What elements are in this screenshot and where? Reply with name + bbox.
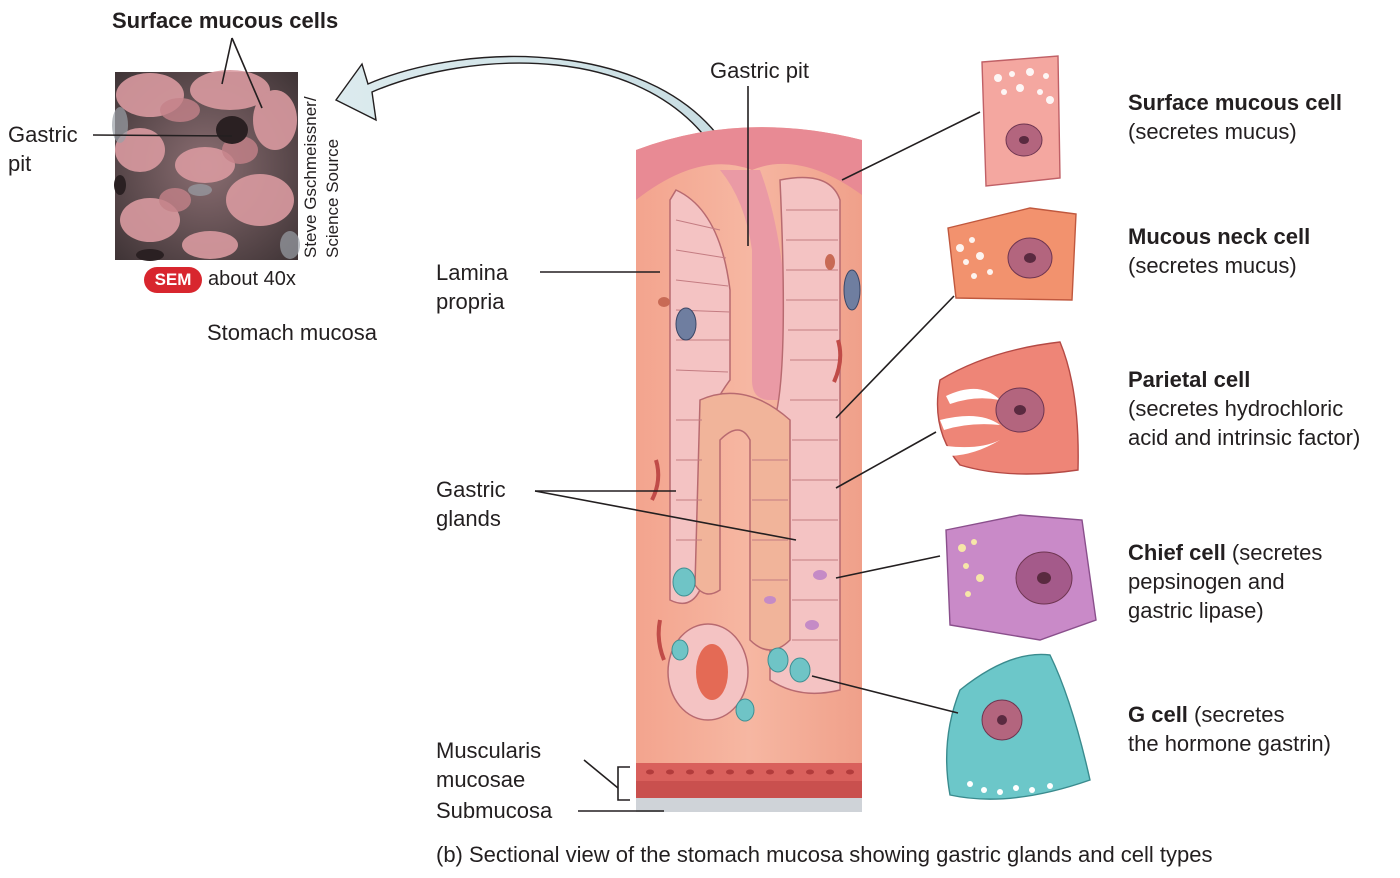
stomach-mucosa-caption: Stomach mucosa: [207, 320, 377, 345]
magnification-label: about 40x: [208, 268, 296, 290]
cell-label-mucous-neck: Mucous neck cell (secretes mucus): [1128, 224, 1311, 278]
cell-label-chief: Chief cell (secretes pepsinogen and gast…: [1128, 540, 1323, 623]
surface-mucous-cell-illustration: [981, 55, 1061, 187]
gastric-glands-label: Gastric glands: [436, 477, 506, 531]
sectional-view: [636, 127, 862, 812]
gastric-pit-label: Gastric pit: [710, 58, 810, 83]
sem-title: Surface mucous cells: [112, 8, 339, 33]
cell-label-parietal: Parietal cell (secretes hydrochloric aci…: [1128, 367, 1361, 450]
figure-caption: (b) Sectional view of the stomach mucosa…: [436, 842, 1213, 867]
g-cell-illustration: [945, 653, 1091, 800]
sem-badge: SEM: [144, 267, 202, 293]
mucous-neck-cell-illustration: [947, 207, 1077, 301]
lamina-propria-label: Lamina propria: [436, 260, 509, 314]
cell-label-surface-mucous: Surface mucous cell (secretes mucus): [1128, 90, 1342, 144]
sem-gastric-pit-label: Gastric pit: [8, 122, 78, 176]
submucosa-label: Submucosa: [436, 798, 553, 823]
muscularis-mucosae-label: Muscularis mucosae: [436, 738, 542, 792]
parietal-cell-illustration: [936, 341, 1079, 475]
curved-arrow: [334, 55, 729, 160]
cell-label-g-cell: G cell (secretes the hormone gastrin): [1128, 702, 1331, 756]
photo-credit: Steve Gschmeissner/ Science Source: [301, 96, 342, 258]
chief-cell-illustration: [945, 514, 1097, 641]
